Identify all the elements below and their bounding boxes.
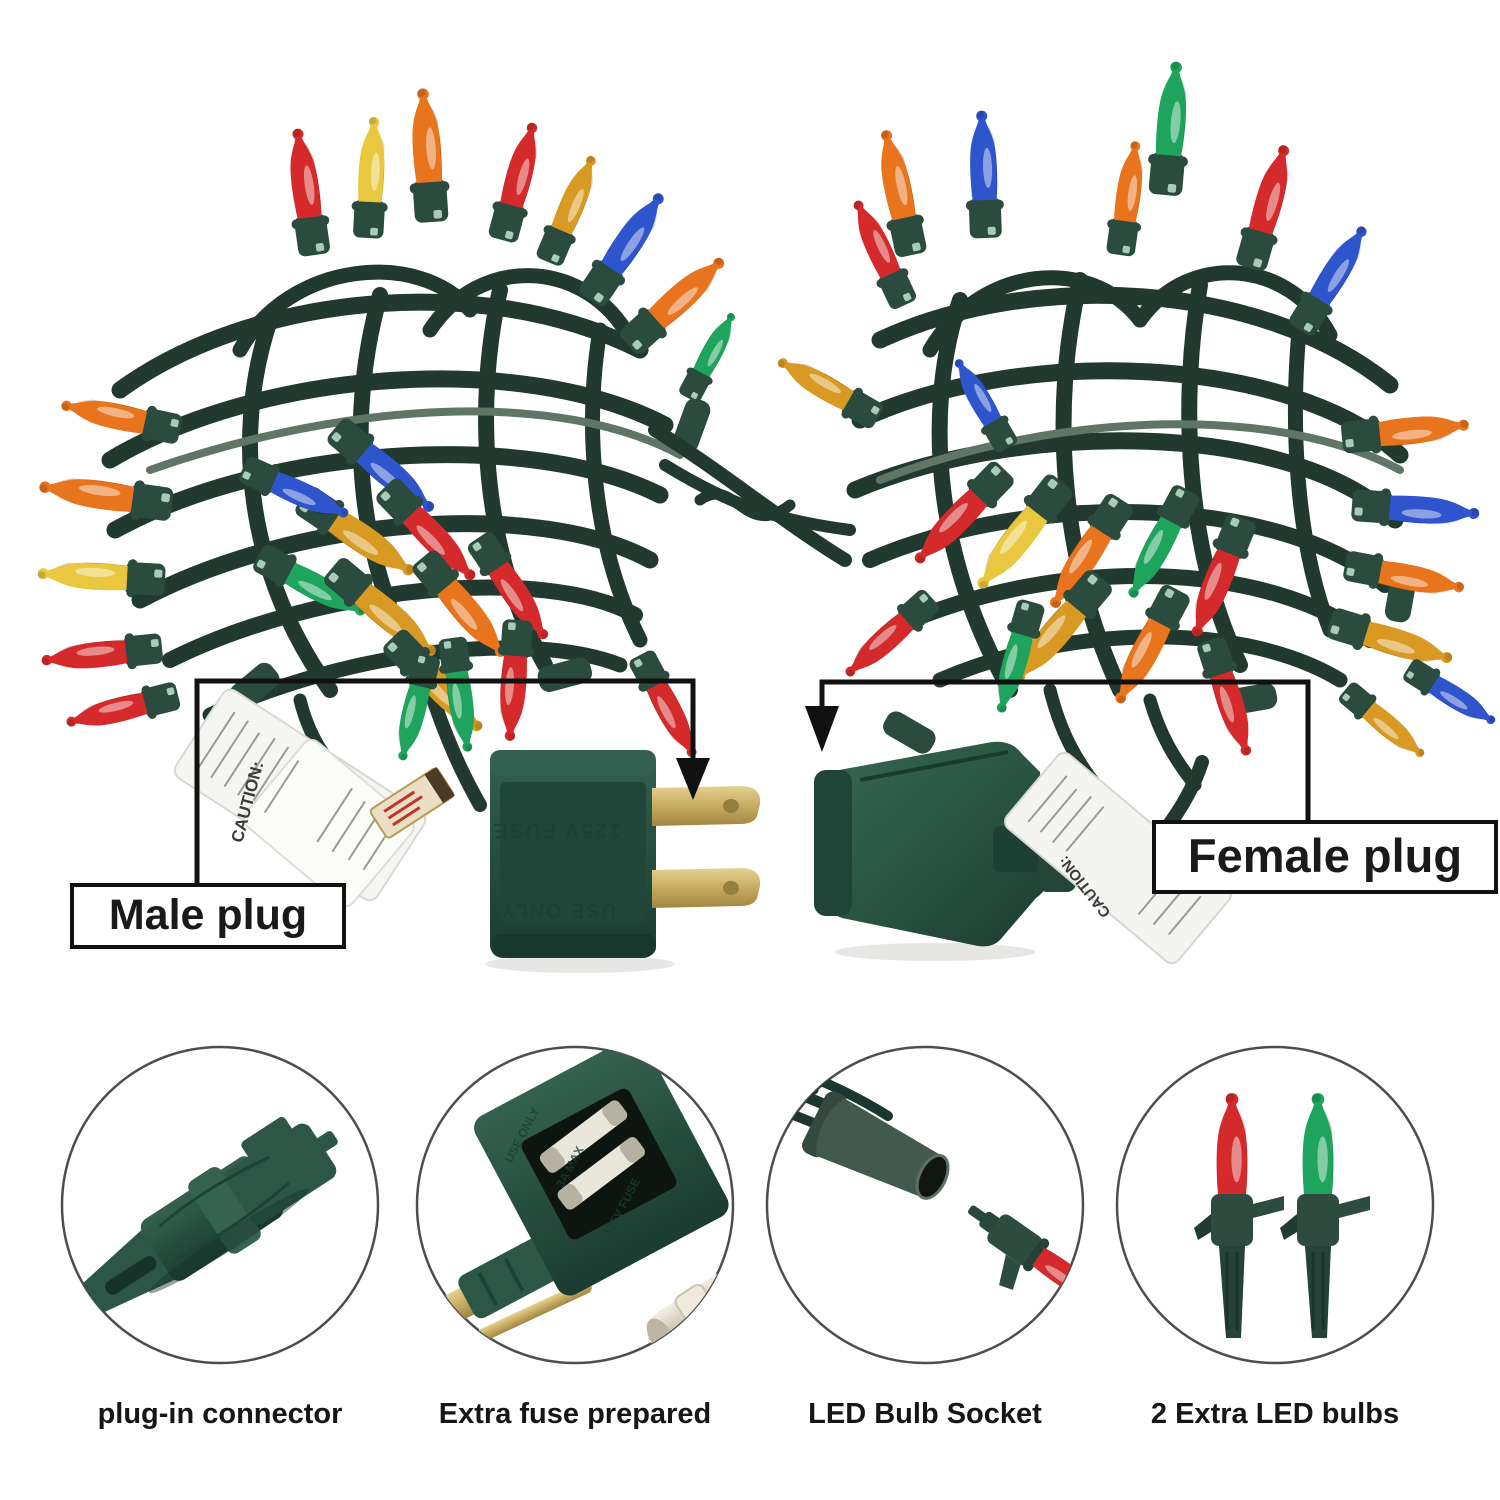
- female-plug-label: Female plug: [1152, 820, 1498, 894]
- feature-circle-fuse: [415, 1045, 735, 1365]
- feature-circle-socket: [765, 1045, 1085, 1365]
- connecting-wire: [648, 423, 856, 567]
- extra-bulb-red: [1194, 1093, 1284, 1338]
- caution-tag-left: [173, 688, 455, 908]
- female-plug-label-text: Female plug: [1187, 829, 1463, 882]
- bulb-socket: [802, 1091, 950, 1200]
- arrow-down-icon: [805, 706, 839, 752]
- pulled-bulb: [968, 1205, 1083, 1313]
- male-plug-label-text: Male plug: [108, 891, 308, 939]
- right-light-bundle: [770, 60, 1500, 797]
- left-light-bundle: [37, 87, 746, 812]
- arrow-down-icon: [676, 758, 710, 800]
- female-plug-callout-line: [805, 679, 1311, 822]
- feature-caption-connector: plug-in connector: [97, 1398, 343, 1430]
- feature-caption-extra-bulbs: 2 Extra LED bulbs: [1150, 1398, 1400, 1430]
- feature-circle-extra-bulbs: [1115, 1045, 1435, 1365]
- barcode-sticker: [369, 766, 455, 839]
- extra-bulb-green: [1280, 1093, 1370, 1338]
- male-plug-fuse-marking: 125V FUSE: [491, 819, 621, 842]
- feature-circle-connector: [60, 1045, 380, 1365]
- male-plug-use-only-marking: USE ONLY: [499, 899, 617, 921]
- male-plug-label: Male plug: [70, 883, 346, 949]
- male-plug: [386, 651, 761, 973]
- male-plug-callout-line: [194, 678, 710, 885]
- caution-tag-right: [1004, 751, 1232, 965]
- feature-caption-socket: LED Bulb Socket: [808, 1398, 1042, 1430]
- feature-caption-fuse: Extra fuse prepared: [438, 1398, 712, 1430]
